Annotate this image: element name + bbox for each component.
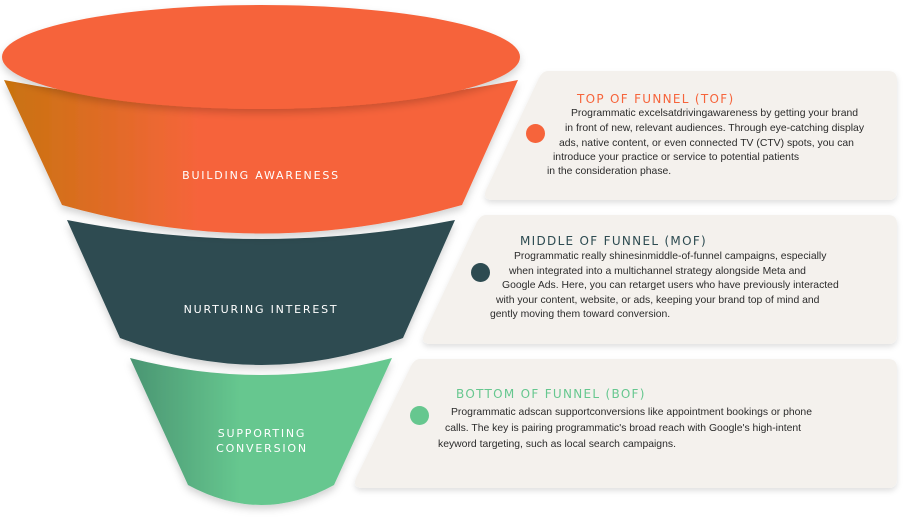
mof-text-line: Programmatic really shinesinmiddle-of-fu… [514,251,827,262]
tof-text-line: ads, native content, or even connected T… [559,138,854,149]
mof-text-line: Google Ads. Here, you can retarget users… [502,280,839,291]
funnel-band-bof [130,358,392,505]
band-label-building-awareness: BUILDING AWARENESS [182,169,340,182]
mof-title: MIDDLE OF FUNNEL (MOF) [520,234,708,248]
band-label-line-2: CONVERSION [216,442,308,455]
band-label-supporting-conversion: SUPPORTING CONVERSION [216,426,308,456]
mof-bullet-dot [471,263,490,282]
funnel-graphic [2,5,520,505]
funnel-band-mof [67,220,455,365]
tof-text-line: in front of new, relevant audiences. Thr… [565,123,865,134]
mof-text-line: gently moving them toward conversion. [490,309,671,320]
tof-title: TOP OF FUNNEL (TOF) [577,92,735,106]
tof-text-line: in the consideration phase. [547,166,672,177]
mof-text-line: with your content, website, or ads, keep… [496,295,820,306]
tof-text-line: introduce your practice or service to po… [553,152,800,163]
bof-title: BOTTOM OF FUNNEL (BOF) [456,387,646,401]
tof-bullet-dot [526,124,545,143]
funnel-top-ellipse [2,5,520,109]
bof-text-line: keyword targeting, such as local search … [438,439,676,450]
funnel-band-tof [4,80,518,234]
bof-bullet-dot [410,406,429,425]
bof-text-line: Programmatic adscan supportconversions l… [451,407,812,418]
band-label-nurturing-interest: NURTURING INTEREST [183,303,339,316]
band-label-line-1: SUPPORTING [217,427,307,440]
tof-text-line: Programmatic excelsatdrivingawareness by… [571,108,859,119]
bof-text-line: calls. The key is pairing programmatic's… [445,423,802,434]
mof-text-line: when integrated into a multichannel stra… [509,266,806,277]
